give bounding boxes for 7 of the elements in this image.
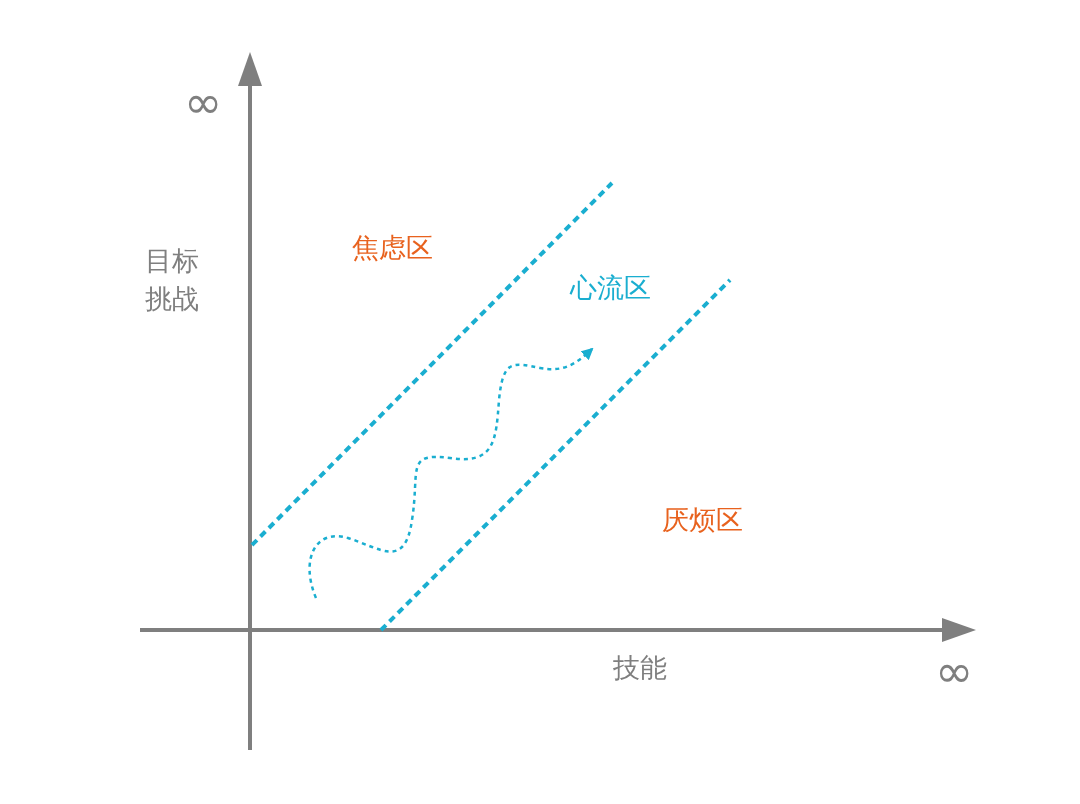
infinity-symbol: ∞: [935, 643, 974, 700]
axis-label: 目标挑战: [145, 244, 200, 316]
infinity-symbol: ∞: [184, 74, 223, 131]
zone-label: 焦虑区: [351, 231, 433, 265]
axis-label: 技能: [613, 651, 667, 685]
zone-label: 心流区: [569, 271, 651, 305]
zone-label: 厌烦区: [661, 503, 743, 537]
